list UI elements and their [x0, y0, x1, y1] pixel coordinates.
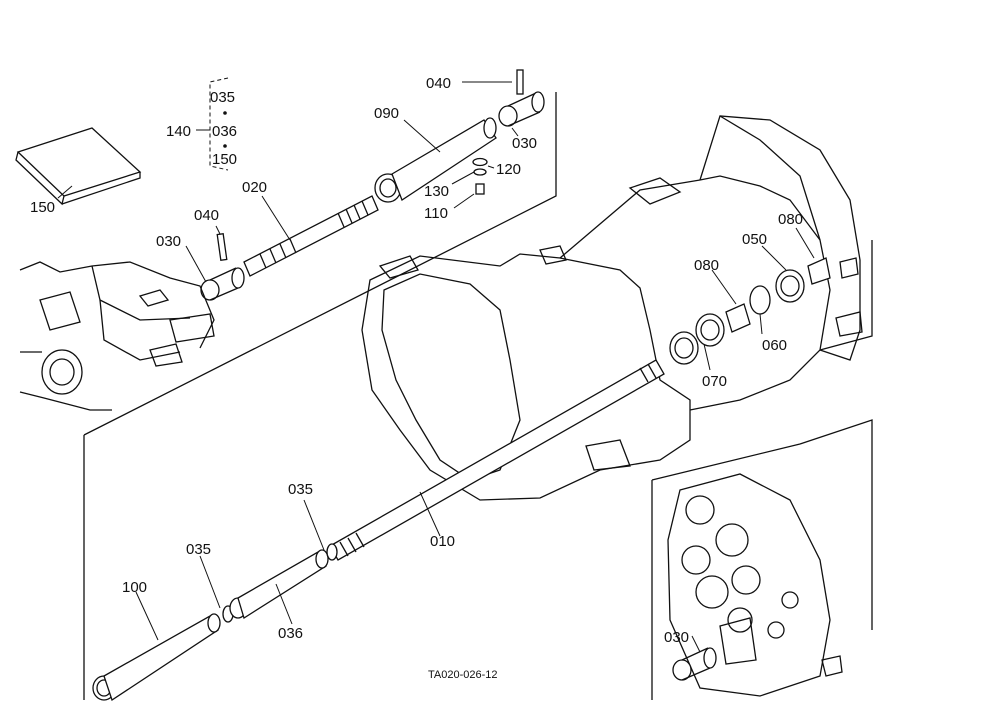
callout-036-low: 036: [278, 625, 303, 642]
callout-036-kit: 036: [212, 123, 237, 140]
callout-010: 010: [430, 533, 455, 550]
callout-120: 120: [496, 161, 521, 178]
callout-150-book: 150: [30, 199, 55, 216]
callout-150-kit: 150: [212, 151, 237, 168]
callout-labels: 150 140 035 036 150 040 090 030 120 130 …: [30, 75, 803, 681]
callout-100: 100: [122, 579, 147, 596]
inset-panel: [651, 419, 873, 700]
figure-code: TA020-026-12: [428, 669, 498, 681]
callout-080-right: 080: [778, 211, 803, 228]
callout-140: 140: [166, 123, 191, 140]
transmission-case: [361, 115, 873, 501]
callout-040-lower: 040: [194, 207, 219, 224]
callout-030-upper: 030: [512, 135, 537, 152]
kit-bracket: [196, 77, 229, 171]
lower-tube-set: [92, 543, 338, 702]
callout-050: 050: [742, 231, 767, 248]
callout-110: 110: [424, 205, 448, 222]
callout-035-mid: 035: [288, 481, 313, 498]
callout-090: 090: [374, 105, 399, 122]
tractor-body-fragment: [19, 261, 215, 411]
callout-060: 060: [762, 337, 787, 354]
upper-panel-frame: [83, 92, 557, 700]
callout-020: 020: [242, 179, 267, 196]
callout-035-low: 035: [186, 541, 211, 558]
callout-070: 070: [702, 373, 727, 390]
callout-035-kit: 035: [210, 89, 235, 106]
leader-lines: [57, 81, 815, 653]
callout-030-left: 030: [156, 233, 181, 250]
bearing-set: [669, 257, 831, 365]
callout-040-upper: 040: [426, 75, 451, 92]
callout-130: 130: [424, 183, 449, 200]
callout-080-mid: 080: [694, 257, 719, 274]
main-shaft: [329, 359, 665, 561]
upper-shaft-assembly: [200, 69, 545, 301]
callout-030-inset: 030: [664, 629, 689, 646]
manual-book: [15, 127, 142, 206]
